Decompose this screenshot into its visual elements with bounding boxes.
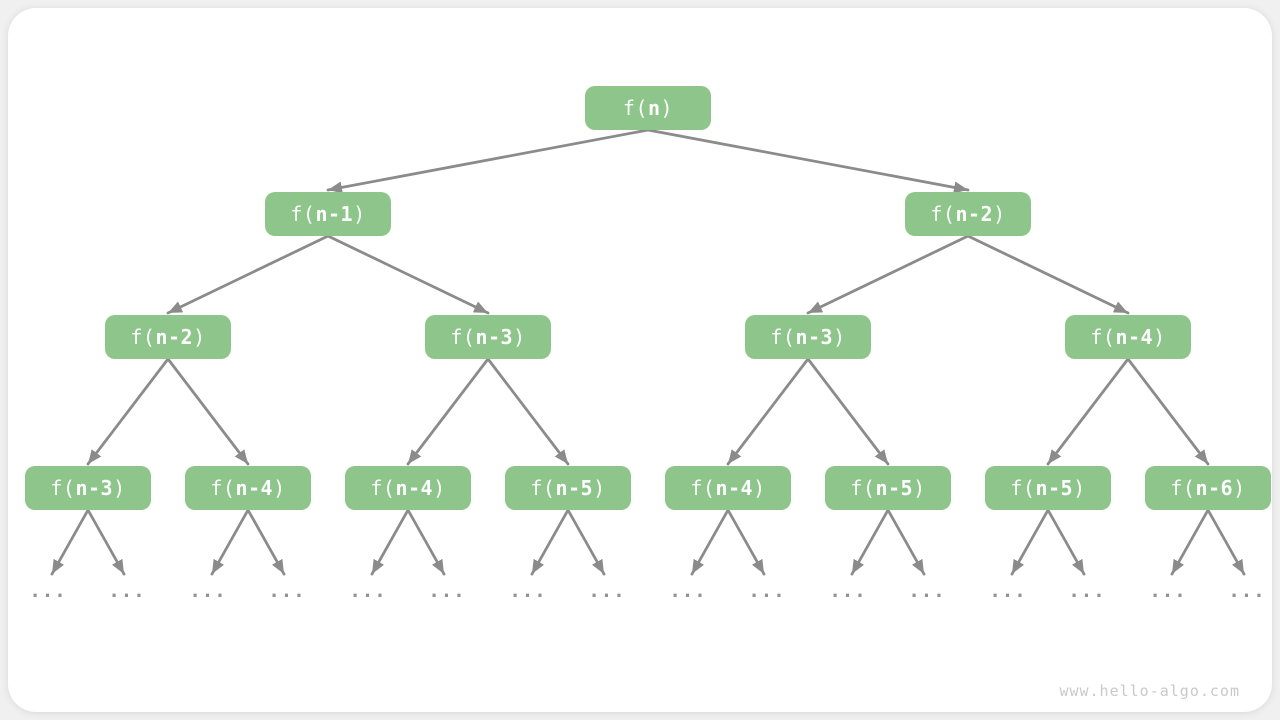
tree-node-arg: n-3 [795,325,834,349]
tree-node-label: f(n-2) [930,202,1006,226]
tree-node-arg: n-1 [315,202,354,226]
tree-node: f(n-5) [825,466,951,510]
tree-node-arg: n-2 [155,325,194,349]
tree-node: f(n-4) [345,466,471,510]
tree-node-label: f(n-5) [530,476,606,500]
tree-node-arg: n-4 [235,476,274,500]
tree-node-arg: n-3 [475,325,514,349]
tree-node-arg: n-4 [715,476,754,500]
ellipsis: ... [748,580,786,602]
ellipsis: ... [588,580,626,602]
tree-node-arg: n-2 [955,202,994,226]
tree-node: f(n-3) [25,466,151,510]
tree-node: f(n-5) [985,466,1111,510]
tree-node-arg: n-4 [1115,325,1154,349]
tree-node-label: f(n) [622,96,674,120]
ellipsis: ... [1149,580,1187,602]
tree-node-label: f(n-3) [50,476,126,500]
tree-node-label: f(n-5) [1010,476,1086,500]
tree-node-label: f(n-5) [850,476,926,500]
tree-node: f(n-1) [265,192,391,236]
ellipsis: ... [428,580,466,602]
tree-node-label: f(n-4) [370,476,446,500]
tree-node-label: f(n-3) [770,325,846,349]
tree-node: f(n-5) [505,466,631,510]
tree-node-arg: n-5 [555,476,594,500]
tree-node-arg: n-5 [875,476,914,500]
ellipsis: ... [669,580,707,602]
tree-node-arg: n-3 [75,476,114,500]
tree-node-label: f(n-4) [1090,325,1166,349]
ellipsis: ... [829,580,867,602]
ellipsis: ... [108,580,146,602]
tree-node: f(n-6) [1145,466,1271,510]
nodes-layer: f(n) f(n-1) f(n-2) f(n-2) f(n-3) f(n-3) f(n-4)… [8,8,1280,720]
ellipsis: ... [29,580,67,602]
tree-node-label: f(n-3) [450,325,526,349]
tree-node: f(n-2) [105,315,231,359]
tree-node-label: f(n-4) [210,476,286,500]
ellipsis: ... [989,580,1027,602]
tree-node: f(n-4) [185,466,311,510]
tree-node-arg: n-5 [1035,476,1074,500]
tree-node-label: f(n-4) [690,476,766,500]
ellipsis: ... [1068,580,1106,602]
tree-node: f(n) [585,86,711,130]
tree-node: f(n-4) [665,466,791,510]
tree-node: f(n-2) [905,192,1031,236]
ellipsis: ... [349,580,387,602]
ellipsis: ... [268,580,306,602]
tree-node-label: f(n-2) [130,325,206,349]
tree-node-label: f(n-6) [1170,476,1246,500]
tree-node-label: f(n-1) [290,202,366,226]
tree-node-arg: n [648,96,661,120]
ellipsis: ... [1228,580,1266,602]
tree-node: f(n-3) [745,315,871,359]
ellipsis: ... [189,580,227,602]
tree-node-arg: n-6 [1195,476,1234,500]
tree-node: f(n-4) [1065,315,1191,359]
watermark: www.hello-algo.com [1059,682,1240,700]
tree-node: f(n-3) [425,315,551,359]
ellipsis: ... [509,580,547,602]
ellipsis: ... [908,580,946,602]
tree-node-arg: n-4 [395,476,434,500]
diagram-card: f(n) f(n-1) f(n-2) f(n-2) f(n-3) f(n-3) f(n-4)… [8,8,1272,712]
